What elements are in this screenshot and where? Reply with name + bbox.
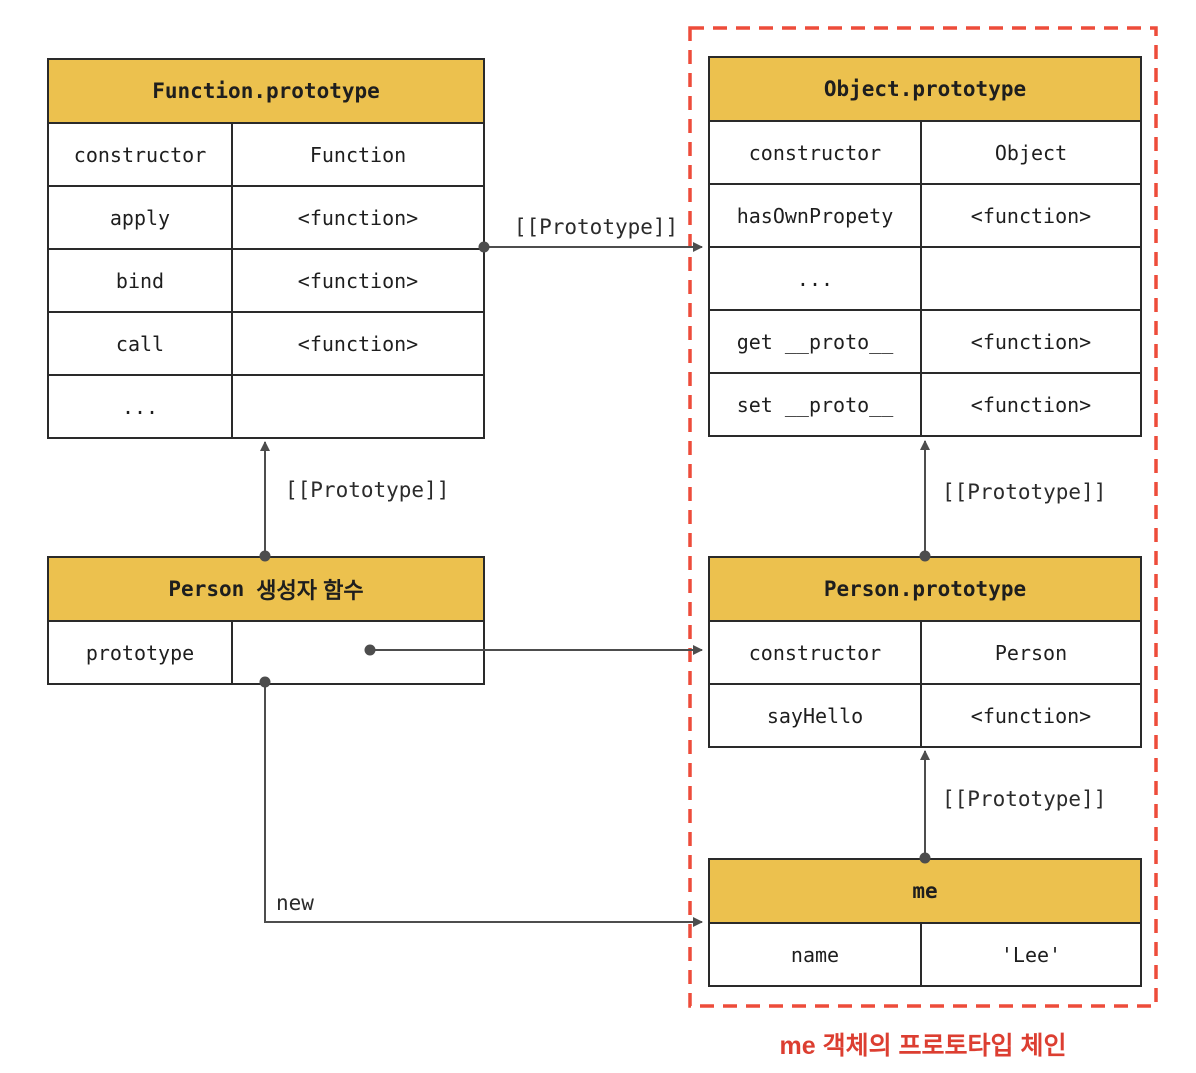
property-name-cell: call: [49, 313, 234, 374]
property-value-cell: Object: [994, 140, 1068, 165]
table-row: sayHello <function>: [710, 683, 1140, 746]
property-name-cell: sayHello: [710, 685, 922, 746]
table-title-korean: 생성자 함수: [256, 578, 364, 603]
property-name-cell: constructor: [710, 622, 922, 683]
table-title: Person.prototype: [710, 558, 1140, 620]
table-row: ...: [49, 374, 483, 437]
prototype-chain-caption: me 객체의 프로토타입 체인: [779, 1032, 1067, 1060]
prototype-link-label: [[Prototype]]: [285, 478, 450, 502]
property-name-cell: bind: [49, 250, 234, 311]
table-title: me: [710, 860, 1140, 922]
property-value-cell: <function>: [970, 329, 1092, 354]
table-row: constructor Person: [710, 620, 1140, 683]
table-row: get __proto__ <function>: [710, 309, 1140, 372]
property-value-cell: <function>: [970, 203, 1092, 228]
prototype-link-label: [[Prototype]]: [942, 480, 1107, 504]
table-title-code: Person: [168, 577, 245, 601]
arrow-new-person-to-me: [259, 676, 703, 927]
property-value-cell: <function>: [297, 331, 419, 356]
arrow-function-to-object: [478, 241, 703, 253]
function-prototype-table: Function.prototype constructor Function …: [47, 58, 485, 439]
property-value-cell: [233, 622, 483, 683]
prototype-link-label: [[Prototype]]: [513, 215, 679, 239]
table-row: constructor Function: [49, 122, 483, 185]
table-row: constructor Object: [710, 120, 1140, 183]
property-name-cell: ...: [710, 248, 922, 309]
arrow-person-prototype-to-object-prototype: [919, 440, 931, 562]
property-value-cell: Function: [309, 142, 407, 167]
property-name-cell: constructor: [710, 122, 922, 183]
new-keyword-label: new: [276, 891, 314, 915]
prototype-link-label: [[Prototype]]: [942, 787, 1107, 811]
property-value-cell: <function>: [297, 268, 419, 293]
table-row: bind <function>: [49, 248, 483, 311]
property-name-cell: apply: [49, 187, 234, 248]
property-value-cell: <function>: [970, 703, 1092, 728]
property-value-cell: <function>: [970, 392, 1092, 417]
object-prototype-table: Object.prototype constructor Object hasO…: [708, 56, 1142, 437]
table-title: Function.prototype: [49, 60, 483, 122]
table-row: apply <function>: [49, 185, 483, 248]
property-name-cell: hasOwnPropety: [710, 185, 922, 246]
property-value-cell: 'Lee': [1000, 942, 1062, 967]
table-row: name 'Lee': [710, 922, 1140, 985]
table-title: Object.prototype: [710, 58, 1140, 120]
property-value-cell: <function>: [297, 205, 419, 230]
me-object-table: me name 'Lee': [708, 858, 1142, 987]
person-prototype-table: Person.prototype constructor Person sayH…: [708, 556, 1142, 748]
property-name-cell: prototype: [49, 622, 234, 683]
property-name-cell: constructor: [49, 124, 234, 185]
table-row: set __proto__ <function>: [710, 372, 1140, 435]
property-value-cell: [233, 376, 483, 437]
table-row: call <function>: [49, 311, 483, 374]
arrow-person-to-function-prototype: [259, 441, 271, 562]
property-value-cell: Person: [994, 640, 1068, 665]
table-title: Person 생성자 함수: [49, 558, 483, 620]
person-constructor-table: Person 생성자 함수 prototype: [47, 556, 485, 685]
property-value-cell: [922, 248, 1140, 309]
property-name-cell: name: [710, 924, 922, 985]
property-name-cell: set __proto__: [710, 374, 922, 435]
table-row: prototype: [49, 620, 483, 683]
arrow-me-to-person-prototype: [919, 750, 931, 864]
table-row: hasOwnPropety <function>: [710, 183, 1140, 246]
property-name-cell: ...: [49, 376, 234, 437]
property-name-cell: get __proto__: [710, 311, 922, 372]
table-row: ...: [710, 246, 1140, 309]
